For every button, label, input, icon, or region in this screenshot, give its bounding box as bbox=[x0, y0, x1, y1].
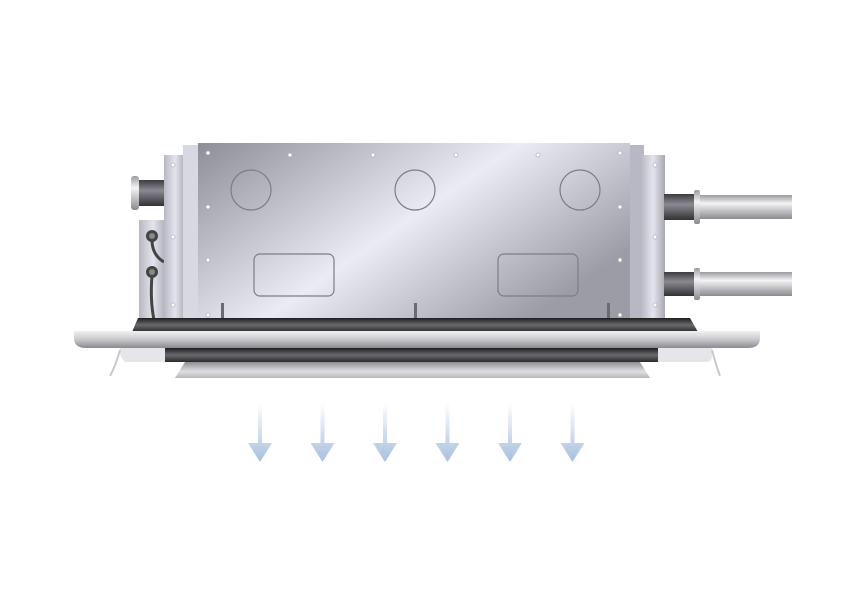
airflow-arrows bbox=[248, 403, 585, 462]
knockout-hole bbox=[394, 169, 436, 211]
airflow-arrow-icon bbox=[310, 403, 335, 462]
left-pipe-connector bbox=[131, 176, 167, 210]
unit-body bbox=[198, 143, 630, 321]
right-wire bbox=[711, 349, 721, 377]
left-corner-cover bbox=[120, 348, 165, 362]
hanger-bolts bbox=[221, 303, 610, 319]
airflow-arrow-icon bbox=[373, 403, 397, 462]
refrigerant-pipe-lower bbox=[664, 268, 792, 300]
refrigerant-pipe-upper bbox=[664, 190, 792, 224]
panel-dark-top bbox=[132, 318, 698, 332]
airflow-arrow-icon bbox=[498, 403, 522, 462]
air-outlet bbox=[160, 348, 660, 362]
electrical-box bbox=[139, 220, 167, 321]
knockout-holes bbox=[230, 169, 601, 297]
airflow-arrow-icon bbox=[560, 403, 585, 462]
right-corner-cover bbox=[658, 348, 712, 362]
airflow-arrow-icon bbox=[248, 403, 272, 462]
rivets bbox=[170, 150, 658, 318]
louver bbox=[175, 362, 650, 378]
knockout-hole bbox=[230, 169, 272, 211]
access-panel bbox=[253, 253, 335, 297]
front-panel bbox=[74, 331, 760, 348]
left-side bbox=[183, 145, 199, 321]
knockout-hole bbox=[559, 169, 601, 211]
access-panel bbox=[497, 253, 579, 297]
left-wire bbox=[109, 349, 121, 377]
airflow-arrow-icon bbox=[435, 403, 460, 462]
right-side bbox=[628, 145, 644, 321]
